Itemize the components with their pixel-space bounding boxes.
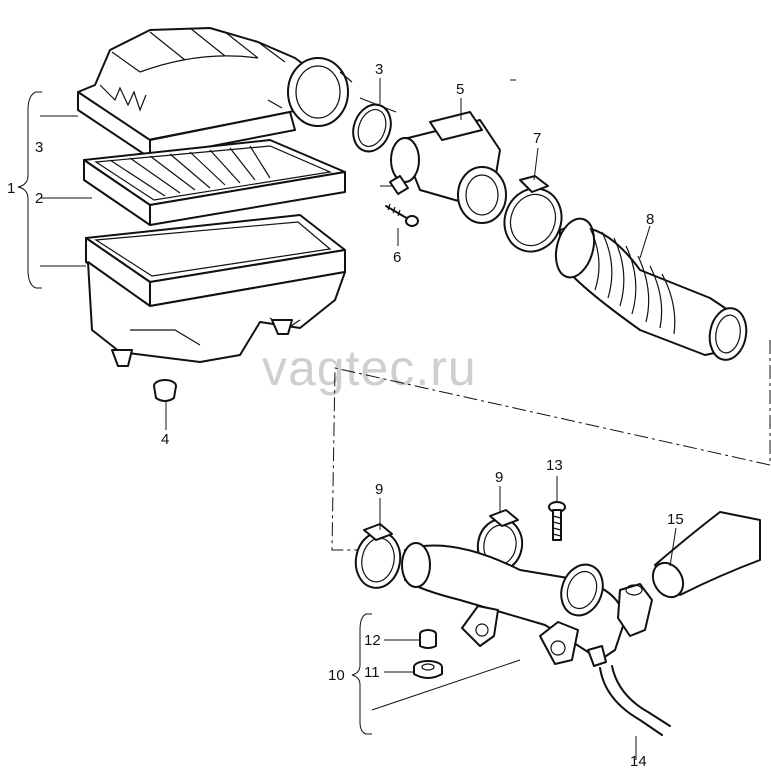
callout-8: 8	[646, 211, 654, 228]
rubber-grommet	[413, 660, 443, 679]
callout-5: 5	[456, 81, 464, 98]
intake-pipe	[401, 542, 626, 667]
callout-3-ring: 3	[375, 61, 383, 78]
hose	[651, 511, 761, 599]
callout-2: 2	[35, 190, 43, 207]
breather-hose-edge	[611, 665, 671, 727]
rubber-buffer	[153, 379, 177, 402]
intake-hose	[554, 217, 748, 361]
bracket-assembly-10	[351, 613, 372, 735]
air-filter-upper-cover	[77, 27, 353, 159]
callout-12: 12	[364, 632, 381, 649]
callout-10: 10	[328, 667, 345, 684]
air-filter-lower-housing	[85, 214, 346, 367]
bracket-assembly-1	[17, 91, 42, 289]
hose-clamp-left	[354, 523, 402, 589]
watermark: vagtec.ru	[262, 340, 477, 396]
bolt	[548, 501, 566, 541]
leader-lines	[40, 78, 677, 760]
callout-15: 15	[667, 511, 684, 528]
callout-14: 14	[630, 753, 647, 768]
sealing-ring	[352, 103, 392, 153]
callout-9-left: 9	[375, 481, 383, 498]
bush	[419, 629, 437, 649]
breather-hose	[599, 667, 663, 736]
callout-7: 7	[533, 130, 541, 147]
air-filter-element	[83, 139, 346, 226]
callout-9-right: 9	[495, 469, 503, 486]
callout-13: 13	[546, 457, 563, 474]
callout-11: 11	[364, 664, 380, 681]
air-mass-meter	[389, 111, 507, 224]
callout-1: 1	[7, 180, 15, 197]
callout-3-cover: 3	[35, 139, 43, 156]
connector-valve	[617, 583, 653, 637]
callout-6: 6	[393, 249, 401, 266]
screw	[385, 203, 419, 227]
callout-4: 4	[161, 431, 169, 448]
